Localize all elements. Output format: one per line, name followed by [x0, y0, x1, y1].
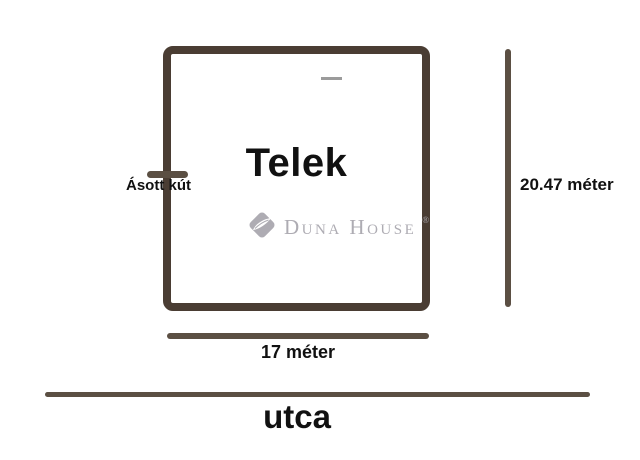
watermark: Duna House ®: [246, 209, 429, 246]
duna-house-logo-icon: [246, 209, 278, 246]
watermark-brand-text: Duna House: [284, 215, 417, 239]
height-dimension-line: [505, 49, 511, 307]
width-dimension-line: [167, 333, 429, 339]
plot-label: Telek: [245, 141, 348, 185]
height-dimension-label: 20.47 méter: [520, 175, 614, 194]
well-label: Ásott kút: [126, 177, 191, 194]
street-label: utca: [263, 398, 331, 435]
registered-trademark-icon: ®: [422, 215, 430, 225]
street-line: [45, 392, 590, 397]
width-dimension-label: 17 méter: [260, 342, 336, 362]
well-tick-mark: [147, 171, 188, 178]
plot-outline: [163, 46, 430, 311]
top-dash-mark: [321, 77, 342, 80]
